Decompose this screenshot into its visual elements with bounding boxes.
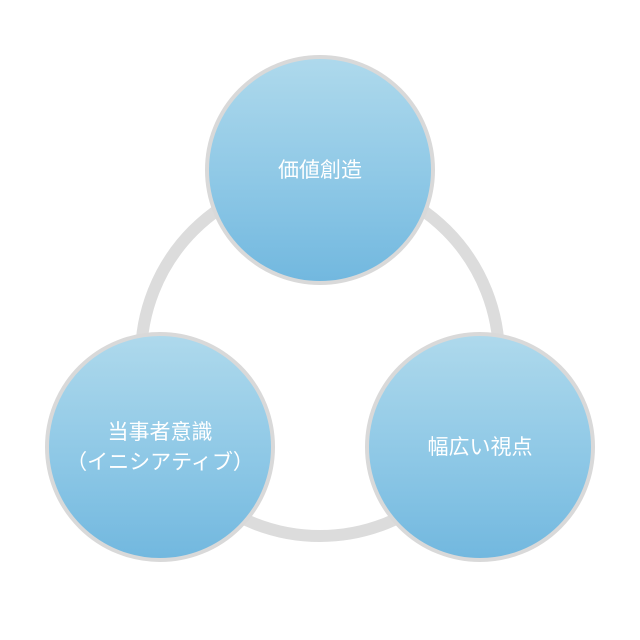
node-label: 当事者意識 （イニシアティブ） xyxy=(66,417,254,478)
node-label: 幅広い視点 xyxy=(428,432,533,462)
node-ownership: 当事者意識 （イニシアティブ） xyxy=(45,332,275,562)
node-label-line: 価値創造 xyxy=(278,157,362,182)
node-label: 価値創造 xyxy=(278,155,362,185)
node-broad-perspective: 幅広い視点 xyxy=(365,332,595,562)
node-label-line: 幅広い視点 xyxy=(427,434,533,459)
node-label-line: （イニシアティブ） xyxy=(66,450,254,474)
node-value-creation: 価値創造 xyxy=(205,55,435,285)
node-label-line: 当事者意識 xyxy=(107,419,213,444)
